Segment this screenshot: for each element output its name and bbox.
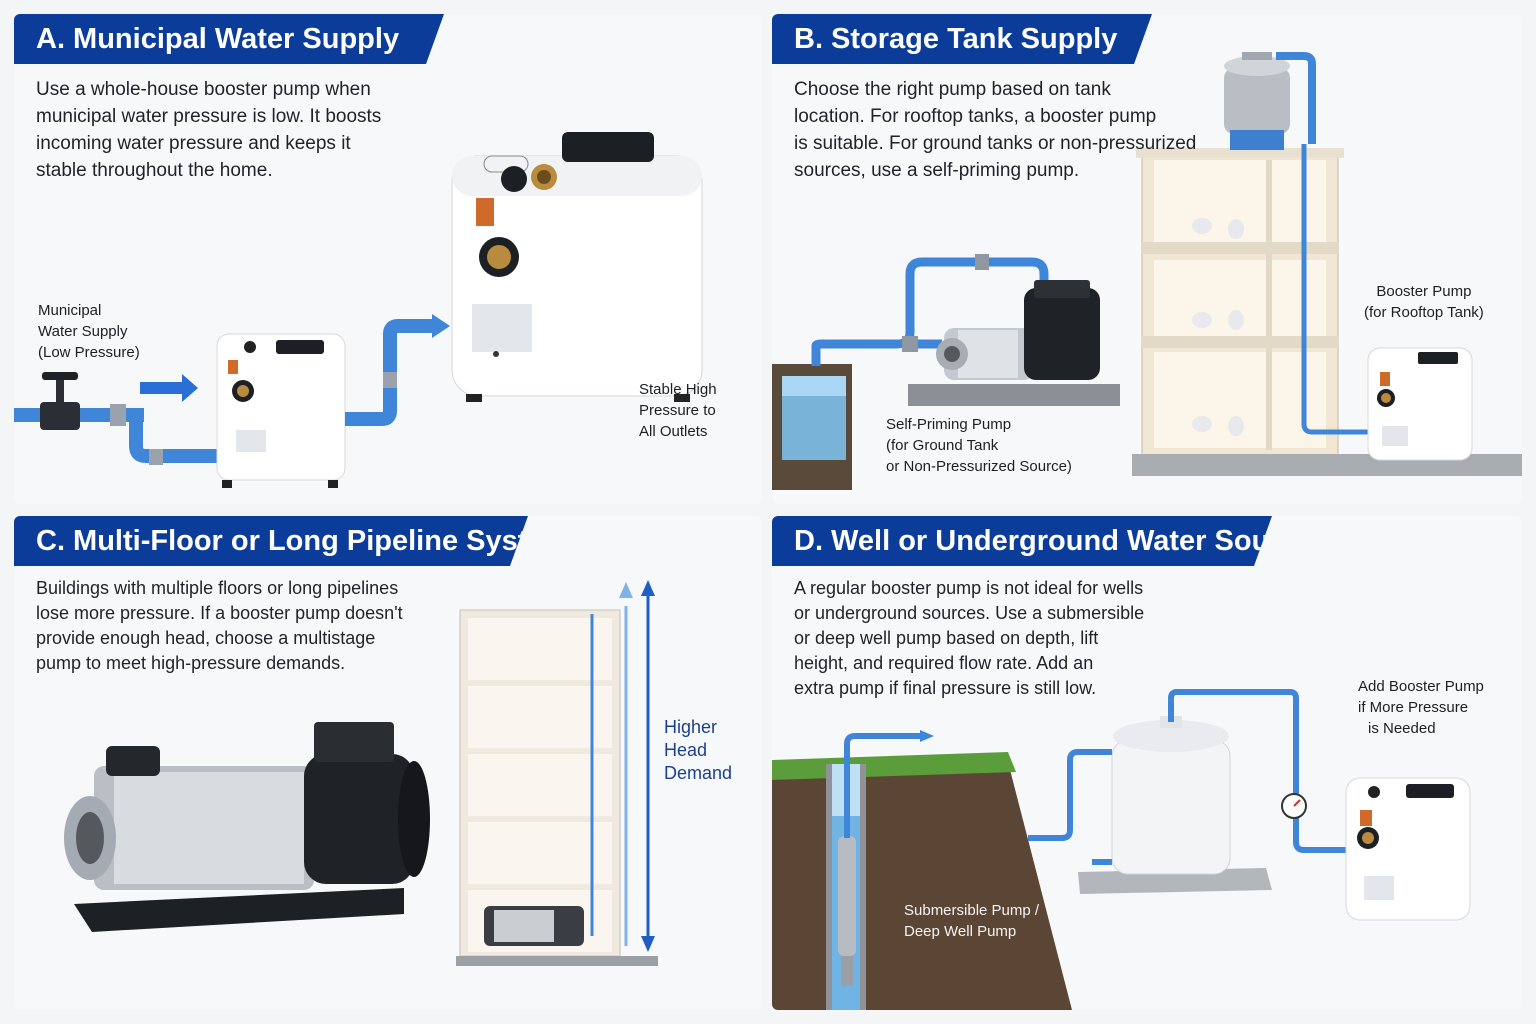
multistage-pump [64, 722, 430, 932]
municipal-supply-illustration [14, 132, 703, 488]
desc-line: Use a whole-house booster pump when [36, 79, 371, 100]
desc-line: or underground sources. Use a submersibl… [794, 603, 1145, 623]
desc-line: Buildings with multiple floors or long p… [36, 578, 399, 598]
panel-title-a: A. Municipal Water Supply [14, 14, 444, 64]
desc-line: provide enough head, choose a multistage [36, 628, 376, 648]
rooftop-tank [1224, 52, 1290, 150]
desc-line: location. For rooftop tanks, a booster p… [794, 106, 1157, 127]
multistage-illustration [64, 580, 658, 966]
desc-line: A regular booster pump is not ideal for … [794, 578, 1144, 598]
desc-line: extra pump if final pressure is still lo… [794, 678, 1097, 698]
booster-pump-small [216, 333, 346, 488]
desc-line: pump to meet high-pressure demands. [36, 653, 346, 673]
panel-d-description: A regular booster pump is not ideal for … [794, 576, 1144, 701]
desc-line: is suitable. For ground tanks or non-pre… [794, 133, 1197, 154]
desc-line: height, and required flow rate. Add an [794, 653, 1094, 673]
ground-cross-section [772, 752, 1072, 1010]
panel-c-description: Buildings with multiple floors or long p… [36, 576, 403, 676]
panel-title-d: D. Well or Underground Water Source [772, 516, 1272, 566]
higher-head-arrow-icon [619, 580, 655, 952]
self-priming-pump [908, 280, 1120, 406]
inlet-pipe-bend [129, 414, 219, 463]
desc-line: incoming water pressure and keeps it [36, 133, 351, 154]
label-higher-head-demand: Higher Head Demand [664, 717, 733, 783]
label-booster-rooftop: Booster Pump (for Rooftop Tank) [1364, 283, 1484, 321]
panel-well-underground: D. Well or Underground Water Source A re… [772, 516, 1522, 1010]
panel-storage-tank-supply: B. Storage Tank Supply [772, 14, 1522, 504]
suction-pipe [811, 257, 1049, 366]
storage-tank [1078, 716, 1272, 894]
well-riser-pipe [844, 733, 922, 838]
label-municipal-supply: Municipal Water Supply (Low Pressure) [38, 302, 140, 361]
well-illustration [772, 689, 1471, 1010]
label-self-priming-pump: Self-Priming Pump (for Ground Tank or No… [886, 416, 1072, 475]
label-stable-pressure: Stable High Pressure to All Outlets [639, 381, 717, 440]
desc-line: sources, use a self-priming pump. [794, 160, 1080, 181]
desc-line: or deep well pump based on depth, lift [794, 628, 1099, 648]
ground-tank [772, 364, 852, 490]
rooftop-pipe [1276, 52, 1316, 144]
panel-title-c: C. Multi-Floor or Long Pipeline Systems [14, 516, 528, 566]
label-add-booster: Add Booster Pump if More Pressure is Nee… [1358, 678, 1484, 737]
panel-municipal-water-supply: A. Municipal Water Supply Use a whole-ho… [14, 14, 762, 504]
panel-a-description: Use a whole-house booster pump when muni… [36, 76, 381, 184]
flow-arrow-icon [140, 374, 198, 402]
tank-inlet-pipe [1028, 749, 1112, 841]
booster-pump-large [451, 132, 703, 402]
desc-line: lose more pressure. If a booster pump do… [36, 603, 403, 623]
booster-feed-pipe [1168, 689, 1352, 853]
multi-floor-building [456, 609, 658, 966]
panel-multi-floor-systems: C. Multi-Floor or Long Pipeline Systems … [14, 516, 762, 1010]
booster-pump-rooftop [1367, 347, 1473, 461]
storage-tank-illustration [772, 52, 1522, 490]
pressure-gauge-icon [1281, 793, 1307, 819]
label-submersible-pump: Submersible Pump / Deep Well Pump [904, 902, 1040, 940]
gate-valve-icon [40, 372, 80, 430]
outlet-arrow-icon [432, 314, 450, 338]
well-outlet-arrow-icon [920, 730, 934, 742]
booster-pump-additional [1345, 777, 1471, 921]
panel-title-b: B. Storage Tank Supply [772, 14, 1152, 64]
desc-line: stable throughout the home. [36, 160, 273, 181]
desc-line: municipal water pressure is low. It boos… [36, 106, 382, 127]
panel-b-description: Choose the right pump based on tank loca… [794, 76, 1196, 184]
desc-line: Choose the right pump based on tank [794, 79, 1111, 100]
